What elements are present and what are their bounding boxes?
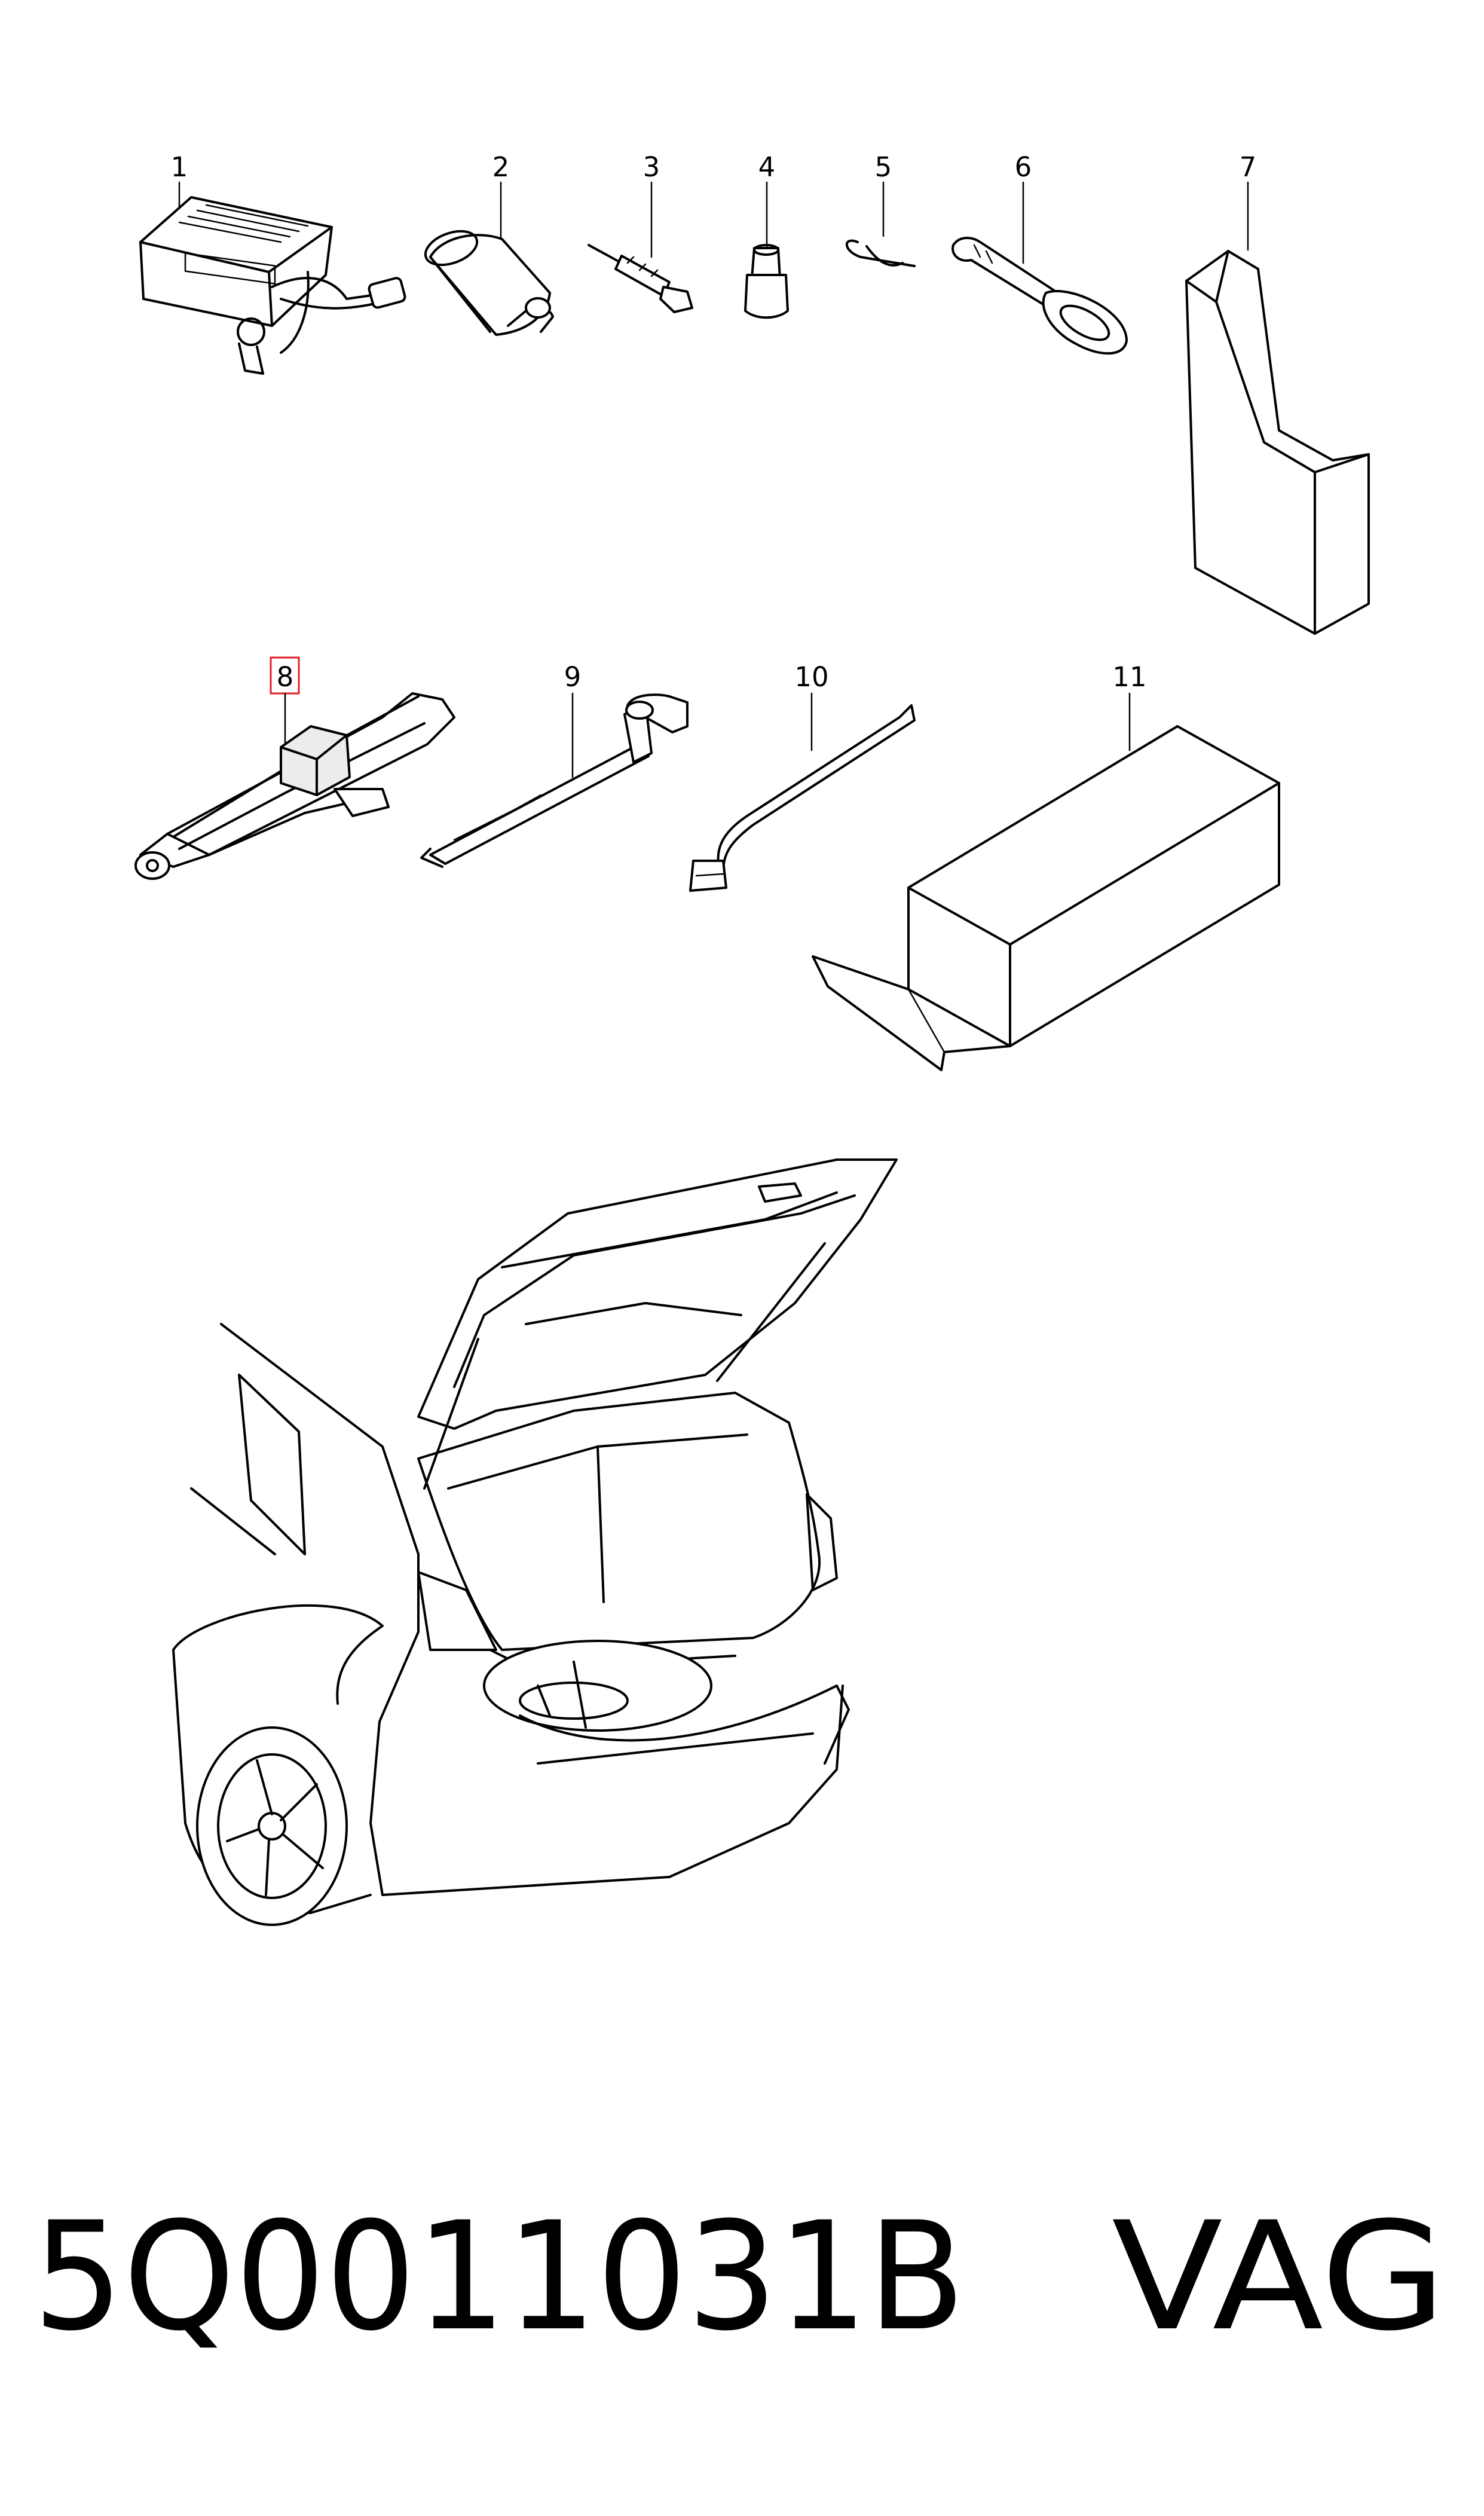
part-9-jack-crank [420,693,689,868]
callout-1: 1 [171,151,188,183]
leader-lines [178,181,1249,778]
callout-11: 11 [1112,661,1146,693]
part-11-storage-box [812,725,1280,1071]
callout-7: 7 [1240,151,1257,183]
callout-5: 5 [875,151,892,183]
part-2-sealant-bottle [424,230,554,336]
part-4-bolt-adapter [744,244,789,319]
vehicle-rear-view [172,1158,898,1926]
part-7-foam-insert [1185,250,1370,635]
footer-brand: VAG [1112,2190,1446,2364]
footer-part-number: 5Q0011031B [33,2190,965,2364]
callout-8: 8 [277,661,294,693]
part-1-compressor [139,196,406,375]
part-3-valve-tool [588,244,693,313]
callout-3: 3 [643,151,660,183]
part-8-scissor-jack [134,692,455,880]
callout-2: 2 [492,151,510,183]
callout-10: 10 [794,661,828,693]
callout-4: 4 [758,151,776,183]
part-5-clip [845,239,916,267]
callout-labels: 1 2 3 4 5 6 7 8 9 10 11 [171,151,1257,695]
part-10-wheel-wrench [689,704,916,892]
callout-6: 6 [1015,151,1032,183]
callout-9: 9 [564,661,582,693]
part-6-towing-eye [951,237,1128,355]
